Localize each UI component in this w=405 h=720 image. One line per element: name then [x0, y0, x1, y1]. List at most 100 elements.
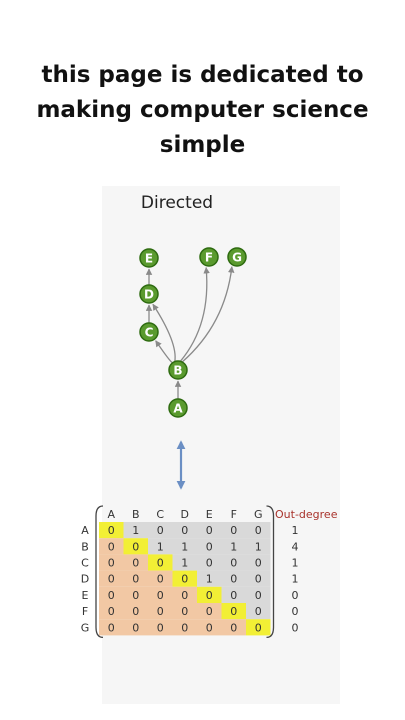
matrix-cell-value: 0	[108, 540, 115, 553]
matrix-row-label: D	[81, 573, 89, 586]
matrix-cell	[172, 619, 197, 636]
node-a: A	[168, 398, 188, 418]
out-degree-label: Out-degree	[275, 508, 338, 521]
matrix-cell-value: 0	[255, 621, 262, 634]
matrix-cell-value: 1	[181, 540, 188, 553]
matrix-cell-value: 0	[230, 573, 237, 586]
node-c: C	[139, 322, 159, 342]
matrix-cell-value: 0	[157, 573, 164, 586]
node-f: F	[199, 247, 219, 267]
node-circle	[168, 398, 188, 418]
matrix-cell-value: 0	[157, 621, 164, 634]
matrix-cell	[123, 619, 148, 636]
matrix-cell	[172, 538, 197, 555]
matrix-cell	[221, 554, 246, 571]
matrix-cell	[148, 570, 173, 587]
matrix-cell-value: 0	[206, 621, 213, 634]
matrix-cell	[123, 522, 148, 539]
matrix-cell	[148, 619, 173, 636]
matrix-cell	[197, 522, 222, 539]
matrix-cell-value: 0	[108, 621, 115, 634]
matrix-cell-value: 1	[132, 524, 139, 537]
matrix-cell-value: 1	[230, 540, 237, 553]
matrix-cell	[197, 570, 222, 587]
matrix-row-label: G	[81, 621, 90, 634]
matrix-cell	[221, 570, 246, 587]
matrix-cell	[148, 522, 173, 539]
matrix-cell	[123, 570, 148, 587]
matrix-cell	[99, 522, 124, 539]
matrix-cell-value: 1	[181, 557, 188, 570]
edges	[145, 266, 235, 399]
node-d: D	[139, 284, 159, 304]
matrix-cell	[172, 586, 197, 603]
matrix-cell	[246, 538, 271, 555]
matrix-cell-value: 0	[206, 540, 213, 553]
out-degree-value: 1	[292, 524, 299, 537]
matrix-cell-value: 0	[255, 557, 262, 570]
matrix-col-label: C	[156, 508, 164, 521]
matrix-row-label: C	[81, 557, 89, 570]
matrix-col-label: E	[206, 508, 213, 521]
matrix-cell-value: 0	[157, 524, 164, 537]
matrix-cell	[172, 570, 197, 587]
matrix-cell	[246, 586, 271, 603]
matrix-cell	[221, 522, 246, 539]
matrix-cell-value: 0	[181, 524, 188, 537]
matrix-cell-value: 0	[108, 589, 115, 602]
matrix-cell-value: 0	[132, 540, 139, 553]
matrix-cell-value: 1	[255, 540, 262, 553]
matrix-cell	[197, 538, 222, 555]
matrix-cell	[99, 538, 124, 555]
matrix-cell	[221, 603, 246, 620]
matrix-cell	[123, 603, 148, 620]
matrix-cell	[99, 570, 124, 587]
matrix-col-label: A	[107, 508, 115, 521]
node-e: E	[139, 248, 159, 268]
node-circle	[227, 247, 247, 267]
caption-line-2: making computer science	[36, 97, 369, 123]
matrix-cell-value: 0	[157, 605, 164, 618]
matrix-cell	[246, 619, 271, 636]
matrix-row-label: F	[82, 605, 88, 618]
matrix-cell-value: 0	[108, 524, 115, 537]
matrix-cell-value: 1	[157, 540, 164, 553]
matrix-cell-value: 0	[157, 589, 164, 602]
node-circle	[139, 284, 159, 304]
node-label: B	[173, 364, 182, 378]
matrix-cell-value: 0	[181, 589, 188, 602]
out-degree-value: 1	[292, 557, 299, 570]
matrix-cell-value: 0	[230, 605, 237, 618]
matrix-cell-value: 0	[206, 589, 213, 602]
caption-line-3: simple	[159, 132, 246, 158]
matrix-cell	[246, 554, 271, 571]
node-label: E	[145, 252, 153, 266]
matrix-col-label: B	[132, 508, 140, 521]
matrix-cell-value: 0	[255, 605, 262, 618]
node-circle	[139, 248, 159, 268]
node-label: C	[145, 326, 154, 340]
matrix-cell	[246, 603, 271, 620]
matrix-cell-value: 0	[255, 524, 262, 537]
matrix-cell	[246, 570, 271, 587]
matrix-cell-value: 0	[255, 573, 262, 586]
matrix-cell	[148, 586, 173, 603]
matrix-cell-value: 0	[108, 605, 115, 618]
matrix-cell-value: 0	[108, 557, 115, 570]
matrix-cell-value: 0	[230, 621, 237, 634]
node-b: B	[168, 360, 188, 380]
matrix-row-label: E	[82, 589, 89, 602]
caption: this page is dedicated to making compute…	[0, 58, 405, 163]
matrix-right-bracket	[266, 505, 275, 639]
node-label: G	[232, 251, 242, 265]
matrix-col-label: G	[254, 508, 263, 521]
caption-line-1: this page is dedicated to	[41, 62, 364, 88]
matrix-cell-value: 0	[132, 573, 139, 586]
matrix-cell-value: 0	[132, 621, 139, 634]
matrix-cell-value: 0	[132, 605, 139, 618]
matrix-cell	[172, 522, 197, 539]
node-circle	[199, 247, 219, 267]
